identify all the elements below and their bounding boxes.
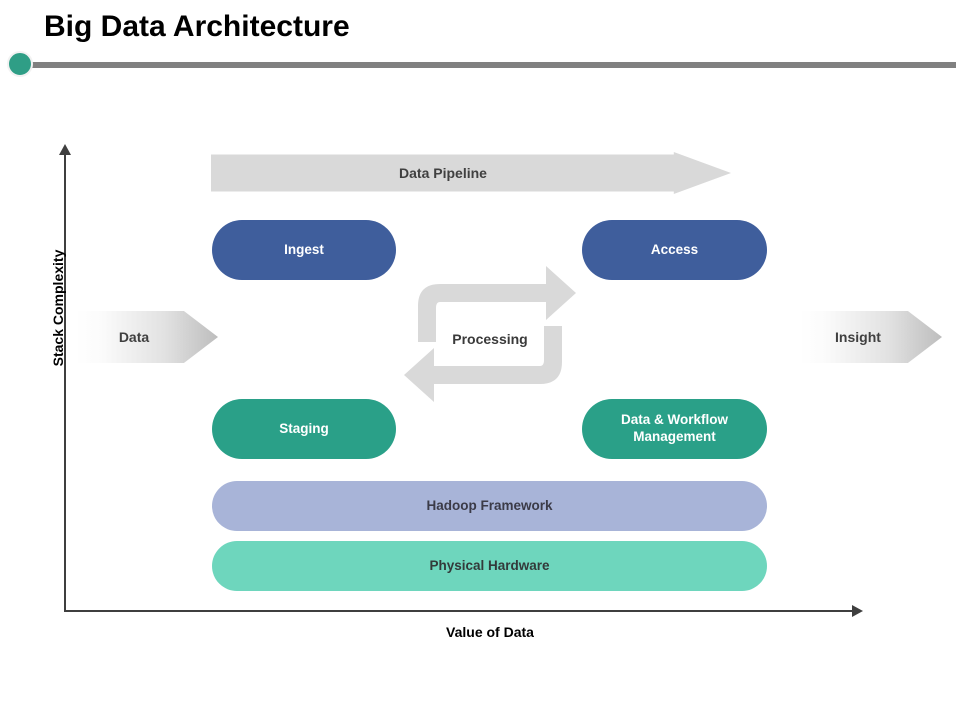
processing-label: Processing [452,331,528,347]
y-axis-line [64,152,66,612]
cycle-arrows-icon [404,266,576,402]
block-access[interactable]: Access [582,220,767,280]
y-axis-arrowhead-icon [59,144,71,155]
page-title: Big Data Architecture [44,10,350,43]
block-data-workflow-management[interactable]: Data & Workflow Management [582,399,767,459]
x-axis-label: Value of Data [446,624,534,640]
block-hadoop-framework[interactable]: Hadoop Framework [212,481,767,531]
block-staging-label: Staging [279,420,329,436]
y-axis-label: Stack Complexity [50,249,66,367]
insight-output-banner[interactable]: Insight [800,311,942,363]
block-ingest[interactable]: Ingest [212,220,396,280]
data-pipeline-banner[interactable]: Data Pipeline [211,152,731,194]
right-arrow-shape-icon [800,311,942,363]
header-accent-circle-icon [7,51,33,77]
block-access-label: Access [650,241,699,257]
block-data-workflow-management-label-line2: Management [633,429,716,444]
right-arrow-shape-icon [211,152,731,194]
insight-output-label: Insight [835,329,881,345]
data-pipeline-label: Data Pipeline [399,165,487,181]
x-axis-arrowhead-icon [852,605,863,617]
x-axis-line [64,610,854,612]
data-input-banner[interactable]: Data [76,311,218,363]
block-hadoop-framework-label: Hadoop Framework [426,497,553,513]
block-data-workflow-management-label-line1: Data & Workflow [620,412,728,428]
right-arrow-shape-icon [76,311,218,363]
header-divider [20,62,956,68]
processing-cycle-arrows[interactable] [398,262,582,410]
block-physical-hardware-label: Physical Hardware [429,557,550,573]
block-staging[interactable]: Staging [212,399,396,459]
block-physical-hardware[interactable]: Physical Hardware [212,541,767,591]
data-input-label: Data [118,329,150,345]
block-ingest-label: Ingest [284,241,324,257]
